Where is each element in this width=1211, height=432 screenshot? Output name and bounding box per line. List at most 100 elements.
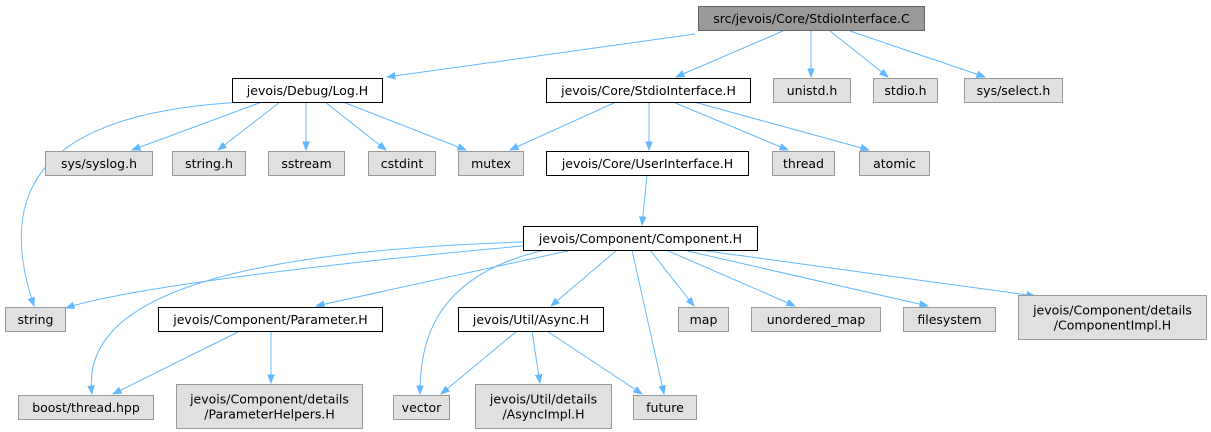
node-box: [964, 78, 1063, 103]
edge-stdio-interface-c-to-stdio-h: [829, 30, 888, 77]
node-label: jevois/Component/details: [189, 392, 349, 407]
node-label: sstream: [281, 156, 331, 171]
node-box: [475, 384, 612, 429]
node-component-impl-h: jevois/Component/details/ComponentImpl.H: [1018, 295, 1207, 340]
node-label: /AsyncImpl.H: [502, 407, 584, 422]
edge-log-h-to-sys-syslog-h: [132, 101, 263, 150]
node-unistd-h: unistd.h: [773, 78, 851, 103]
node-box: [172, 151, 246, 176]
node-box: [1018, 295, 1207, 340]
node-cstdint: cstdint: [368, 151, 436, 176]
node-label: unordered_map: [767, 312, 866, 327]
edge-log-h-to-cstdint: [324, 101, 386, 150]
node-label: jevois/Core/UserInterface.H: [561, 156, 733, 171]
edge-log-h-to-string: [20, 101, 246, 306]
node-boost-thread-hpp: boost/thread.hpp: [18, 395, 154, 420]
node-stdio-interface-h[interactable]: jevois/Core/StdioInterface.H: [546, 78, 751, 103]
node-mutex: mutex: [458, 151, 524, 176]
node-unordered-map: unordered_map: [751, 307, 881, 332]
node-box: [546, 151, 749, 176]
edge-stdio-interface-c-to-stdio-interface-h: [676, 30, 784, 77]
edge-component-h-to-unordered-map: [665, 249, 795, 306]
node-label: filesystem: [917, 312, 981, 327]
node-label: thread: [783, 156, 824, 171]
edge-stdio-interface-c-to-log-h: [387, 33, 696, 77]
edge-component-h-to-map: [649, 249, 694, 306]
edge-component-h-to-future: [631, 249, 664, 394]
node-parameter-helpers-h: jevois/Component/details/ParameterHelper…: [176, 384, 363, 429]
node-box: [368, 151, 436, 176]
edge-async-h-to-async-impl-h: [531, 330, 540, 383]
node-box: [751, 307, 881, 332]
edge-component-h-to-component-impl-h: [699, 249, 1035, 296]
node-user-interface-h[interactable]: jevois/Core/UserInterface.H: [546, 151, 749, 176]
edge-component-h-to-vector: [420, 249, 546, 394]
node-label: jevois/Util/Async.H: [472, 312, 589, 327]
node-box: [678, 307, 729, 332]
edge-stdio-interface-h-to-thread: [672, 101, 788, 151]
node-async-h[interactable]: jevois/Util/Async.H: [458, 307, 604, 332]
node-box: [5, 307, 66, 332]
node-thread: thread: [772, 151, 835, 176]
edge-component-h-to-filesystem: [682, 249, 928, 306]
node-box: [45, 151, 153, 176]
node-label: jevois/Component/details: [1032, 303, 1192, 318]
edge-component-h-to-async-h: [551, 249, 618, 306]
node-parameter-h[interactable]: jevois/Component/Parameter.H: [158, 307, 383, 332]
edge-component-h-to-boost-thread-hpp: [91, 241, 524, 394]
node-sstream: sstream: [268, 151, 345, 176]
node-box: [232, 78, 383, 103]
node-box: [393, 395, 450, 420]
node-label: /ComponentImpl.H: [1054, 318, 1171, 333]
node-stdio-interface-c[interactable]: src/jevois/Core/StdioInterface.C: [698, 6, 925, 31]
node-box: [546, 78, 751, 103]
node-label: sys/select.h: [977, 83, 1051, 98]
node-label: cstdint: [381, 156, 424, 171]
node-box: [859, 151, 930, 176]
node-label: string.h: [185, 156, 233, 171]
node-string-h: string.h: [172, 151, 246, 176]
node-box: [873, 78, 938, 103]
node-sys-select-h: sys/select.h: [964, 78, 1063, 103]
edge-async-h-to-vector: [441, 330, 518, 394]
node-log-h[interactable]: jevois/Debug/Log.H: [232, 78, 383, 103]
edge-stdio-interface-h-to-mutex: [510, 101, 617, 150]
node-sys-syslog-h: sys/syslog.h: [45, 151, 153, 176]
edges-layer: [20, 30, 1035, 394]
node-label: boost/thread.hpp: [32, 400, 140, 415]
node-map: map: [678, 307, 729, 332]
node-label: jevois/Debug/Log.H: [246, 83, 368, 98]
node-label: vector: [402, 400, 443, 415]
node-vector: vector: [393, 395, 450, 420]
node-box: [903, 307, 996, 332]
node-box: [698, 6, 925, 31]
node-label: /ParameterHelpers.H: [204, 407, 334, 422]
node-label: jevois/Util/details: [489, 392, 597, 407]
edge-log-h-to-string-h: [218, 101, 281, 150]
node-box: [458, 307, 604, 332]
node-atomic: atomic: [859, 151, 930, 176]
node-async-impl-h: jevois/Util/details/AsyncImpl.H: [475, 384, 612, 429]
nodes-layer: src/jevois/Core/StdioInterface.C jevois/D…: [5, 6, 1207, 429]
node-box: [158, 307, 383, 332]
node-stdio-h: stdio.h: [873, 78, 938, 103]
node-box: [633, 395, 697, 420]
node-filesystem: filesystem: [903, 307, 996, 332]
node-label: jevois/Component/Parameter.H: [172, 312, 367, 327]
edge-async-h-to-future: [546, 330, 642, 394]
node-box: [18, 395, 154, 420]
node-box: [772, 151, 835, 176]
edge-component-h-to-string: [66, 245, 524, 308]
node-label: src/jevois/Core/StdioInterface.C: [713, 11, 910, 26]
node-label: atomic: [873, 156, 916, 171]
node-label: stdio.h: [884, 83, 926, 98]
node-label: sys/syslog.h: [61, 156, 137, 171]
node-label: unistd.h: [787, 83, 838, 98]
node-label: jevois/Core/StdioInterface.H: [560, 83, 736, 98]
node-future: future: [633, 395, 697, 420]
edge-parameter-h-to-boost-thread-hpp: [113, 330, 241, 394]
node-label: map: [690, 312, 718, 327]
node-component-h[interactable]: jevois/Component/Component.H: [523, 226, 758, 251]
node-label: jevois/Component/Component.H: [538, 231, 742, 246]
